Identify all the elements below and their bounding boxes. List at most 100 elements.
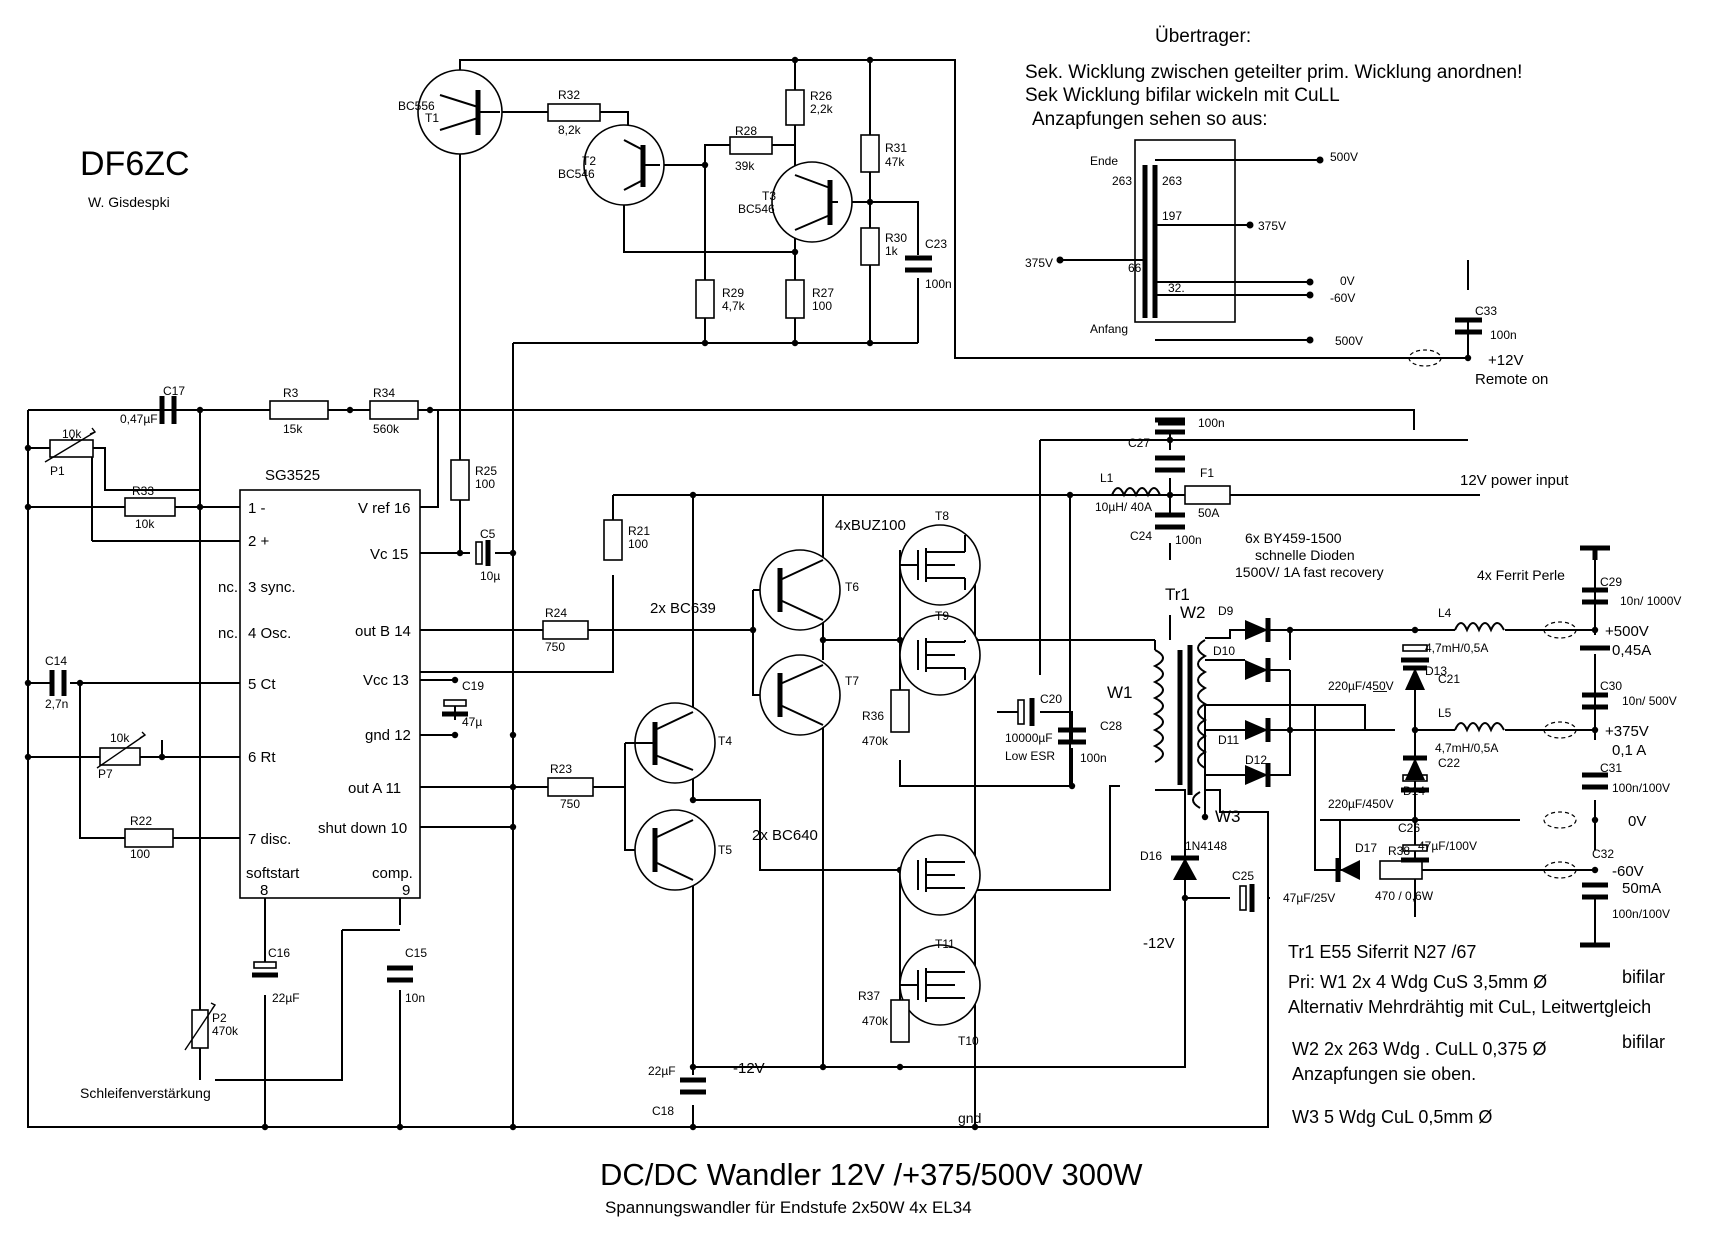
label-p2: P2 (212, 1011, 227, 1025)
mosfet-t10 (899, 834, 981, 916)
label-ferrite: 4x Ferrit Perle (1477, 567, 1565, 583)
transistor-t5 (634, 809, 716, 891)
label-remote-on: Remote on (1475, 371, 1548, 388)
label-t6: T6 (845, 580, 859, 594)
label-c31: C31 (1600, 761, 1622, 775)
transistor-t4 (625, 702, 716, 784)
label-r38: R38 (1388, 844, 1410, 858)
label-f1: F1 (1200, 466, 1214, 480)
note-tr1: Tr1 E55 Siferrit N27 /67 (1288, 942, 1476, 962)
label-r30: R30 (885, 231, 907, 245)
label-r36: R36 (862, 709, 884, 723)
transformer-note-3: Anzapfungen sehen so aus: (1032, 109, 1268, 130)
label-r23: R23 (550, 762, 572, 776)
label-c27: C27 (1128, 436, 1150, 450)
label-r3-value: 15k (283, 422, 303, 436)
transformer-heading: Übertrager: (1155, 26, 1251, 47)
label-out-0v: 0V (1628, 813, 1646, 830)
ic-comp: comp. (372, 865, 413, 882)
label-d16: D16 (1140, 849, 1162, 863)
label-t7: T7 (845, 674, 859, 688)
label-w1: W1 (1107, 683, 1133, 702)
ic-pin-16: V ref 16 (358, 500, 411, 517)
ic-sg3525 (239, 489, 421, 899)
diagram-title: DC/DC Wandler 12V /+375/500V 300W (600, 1157, 1143, 1192)
transistor-t7 (759, 654, 841, 736)
label-c33: C33 (1475, 304, 1497, 318)
label-t4: T4 (718, 734, 732, 748)
transformer-note-2: Sek Wicklung bifilar wickeln mit CuLL (1025, 85, 1340, 106)
tap-ende: Ende (1090, 154, 1118, 168)
ic-pin-5: 5 Ct (248, 676, 276, 693)
label-r21: R21 (628, 524, 650, 538)
label-c14: C14 (45, 654, 67, 668)
label-c29: C29 (1600, 575, 1622, 589)
diagram-subtitle: Spannungswandler für Endstufe 2x50W 4x E… (605, 1198, 972, 1217)
note-alt: Alternativ Mehrdrähtig mit CuL, Leitwert… (1288, 997, 1651, 1017)
labels: DF6ZC W. Gisdespki Übertrager: Sek. Wick… (45, 26, 1681, 1217)
transformer-tr1 (1152, 615, 1208, 809)
tap-0v: 0V (1340, 274, 1355, 288)
label-c31-value: 100n/100V (1612, 781, 1670, 795)
ic-pin-7: 7 disc. (248, 831, 291, 848)
label-t5: T5 (718, 843, 732, 857)
author-name: W. Gisdespki (88, 194, 170, 210)
ic-name: SG3525 (265, 467, 320, 484)
label-r28: R28 (735, 124, 757, 138)
inductors (1111, 487, 1505, 733)
ferrite-beads (1408, 349, 1577, 879)
diodes (1171, 618, 1427, 882)
label-d17: D17 (1355, 841, 1377, 855)
label-c20-value: 10000µF (1005, 731, 1053, 745)
label-c22: C22 (1438, 756, 1460, 770)
label-r24: R24 (545, 606, 567, 620)
label-w3: W3 (1215, 807, 1241, 826)
tap-diagram (1056, 139, 1324, 344)
label-c28: C28 (1100, 719, 1122, 733)
label-r25: R25 (475, 464, 497, 478)
transistor-t1 (417, 59, 503, 155)
note-w2b: Anzapfungen sie oben. (1292, 1064, 1476, 1084)
label-t1: T1 (425, 111, 439, 125)
label-r37: R37 (858, 989, 880, 1003)
label-c27-value: 100n (1198, 416, 1225, 430)
label-c19: C19 (462, 679, 484, 693)
label-p1-value: 10k (62, 427, 82, 441)
transistor-t2 (583, 124, 665, 206)
label-c32-value: 100n/100V (1612, 907, 1670, 921)
tap-375v-b: 375V (1025, 256, 1053, 270)
label-r25-value: 100 (475, 477, 495, 491)
label-c18: C18 (652, 1104, 674, 1118)
label-l4-value: 4,7mH/0,5A (1425, 641, 1488, 655)
label-c5: C5 (480, 527, 496, 541)
ic-pin-12: gnd 12 (365, 727, 411, 744)
label-r3: R3 (283, 386, 299, 400)
label-c18-value: 22µF (648, 1064, 676, 1078)
tap-375v-a: 375V (1258, 219, 1286, 233)
transformer-note-1: Sek. Wicklung zwischen geteilter prim. W… (1025, 62, 1522, 83)
label-diodes-1: 6x BY459-1500 (1245, 530, 1342, 546)
label-c25: C25 (1232, 869, 1254, 883)
label-c24: C24 (1130, 529, 1152, 543)
label-d14: D14 (1403, 784, 1425, 798)
label-l5: L5 (1438, 706, 1452, 720)
mosfet-t11 (899, 944, 981, 1026)
label-r26-value: 2,2k (810, 102, 834, 116)
label-f1-value: 50A (1198, 506, 1219, 520)
label-c19-value: 47µ (462, 715, 482, 729)
ic-nc-a: nc. (218, 579, 238, 596)
resistors (49, 89, 1423, 1049)
ic-pin-1: 1 - (248, 500, 266, 517)
label-p7: P7 (98, 767, 113, 781)
ic-pin-10: shut down 10 (318, 820, 407, 837)
label-c17: C17 (163, 384, 185, 398)
label-c30: C30 (1600, 679, 1622, 693)
label-r22-value: 100 (130, 847, 150, 861)
note-bifilar-2: bifilar (1622, 1032, 1665, 1052)
ic-pin-3: 3 sync. (248, 579, 296, 596)
label-buz100: 4xBUZ100 (835, 517, 906, 534)
mosfet-t8 (899, 524, 981, 606)
label-c24-value: 100n (1175, 533, 1202, 547)
label-p2-value: 470k (212, 1024, 239, 1038)
